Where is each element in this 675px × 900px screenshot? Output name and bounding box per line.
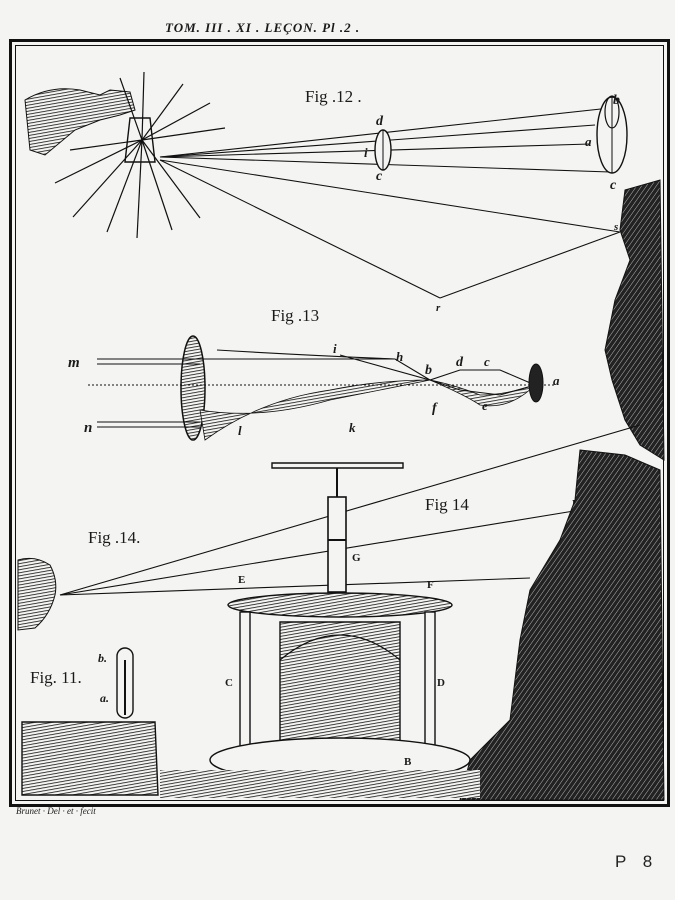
column-d (424, 611, 436, 753)
light-rays (54, 71, 226, 239)
column-c (239, 611, 251, 753)
label-b: b (613, 93, 620, 108)
label-D: D (437, 677, 445, 689)
label-d: d (376, 114, 384, 129)
label-l: l (238, 423, 242, 438)
plate-frame-outer (9, 39, 670, 807)
ground (160, 770, 480, 798)
press-top-plate (227, 592, 453, 618)
label-h: h (396, 349, 403, 364)
press-screw-cylinder (327, 496, 347, 593)
label-m: m (68, 355, 80, 371)
label-b: b. (98, 651, 107, 665)
fig12-title: Fig .12 . (305, 87, 362, 106)
cherub-head (17, 557, 57, 631)
label-c2: c (610, 178, 617, 193)
fig11-diagram: Fig. 11. b. a. (21, 647, 159, 796)
fig14-right-title: Fig 14 (425, 495, 469, 514)
hand-illustration (24, 88, 136, 156)
label-F: F (427, 579, 434, 591)
label-k: k (349, 420, 356, 435)
label-c: c (376, 169, 383, 184)
birdcage (279, 621, 401, 756)
label-E: E (238, 574, 245, 586)
label-n: n (84, 420, 92, 436)
engraver-credit: Brunet · Del · et · fecit (16, 806, 96, 816)
stone-block (21, 721, 159, 796)
rock-cliff-lower (459, 449, 665, 801)
fig14-left-title: Fig .14. (88, 528, 140, 547)
label-a: a (553, 373, 560, 388)
fig13-title: Fig .13 (271, 306, 319, 325)
label-e: e (482, 398, 488, 413)
label-f: f (432, 401, 438, 416)
label-b: b (425, 363, 432, 378)
label-r: r (436, 302, 441, 314)
label-C: C (225, 677, 233, 689)
page-number: P 8 (615, 852, 659, 871)
label-B: B (404, 756, 412, 768)
press-crank-handle (271, 462, 404, 469)
label-a: a. (100, 691, 109, 705)
label-c: c (484, 354, 490, 369)
label-G: G (352, 552, 361, 564)
label-d: d (456, 355, 464, 370)
label-a: a (585, 134, 592, 149)
fig12-diagram: Fig .12 . d i c b a c s r (24, 71, 628, 314)
plate-header: TOM. III . XI . LEÇON. Pl .2 . (165, 20, 361, 35)
rock-cliff-upper (604, 179, 665, 461)
label-i: i (364, 145, 368, 160)
objective-lens (180, 335, 206, 441)
label-s: s (613, 221, 618, 233)
fig11-title: Fig. 11. (30, 668, 82, 687)
fig13-diagram: Fig .13 m n i h b d c a f e k l (68, 306, 560, 441)
eyepiece-lens (528, 363, 544, 403)
label-i: i (333, 341, 337, 356)
